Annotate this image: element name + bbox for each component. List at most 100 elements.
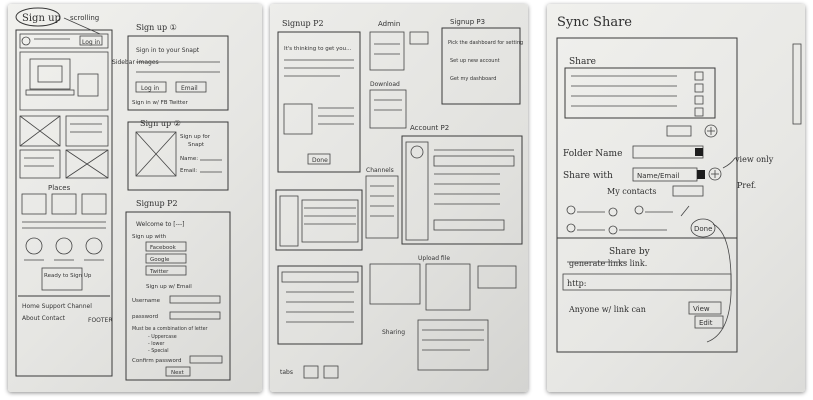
panel3-confirm: Confirm password — [132, 358, 182, 364]
facebook-button[interactable] — [145, 241, 187, 252]
sync-share-title: Sync Share — [557, 15, 632, 30]
permission-select[interactable] — [688, 301, 722, 315]
share-add-icon[interactable] — [708, 167, 722, 181]
twitter-label: Twitter — [149, 269, 169, 275]
permission-edit-option[interactable] — [694, 315, 724, 329]
link-url-field[interactable] — [562, 273, 732, 291]
panel2-label2: Snapt — [188, 142, 205, 148]
grid-img-2 — [65, 149, 109, 179]
sidebar-note: Sidebar images — [112, 59, 159, 66]
info-icon — [608, 207, 618, 217]
s2-dashboard-frame — [275, 189, 363, 251]
folder-name-field[interactable] — [632, 145, 704, 159]
person-icon — [566, 205, 576, 215]
paper-background — [270, 4, 528, 392]
grid-img-1 — [19, 115, 61, 147]
panel3-req3: - lower — [148, 341, 164, 347]
ready-signup-label: Ready to Sign Up — [44, 273, 92, 279]
share-panel-box — [564, 67, 716, 119]
panel1-title: Sign up ① — [136, 23, 177, 32]
s2-welcome: It's thinking to get you... — [284, 46, 352, 52]
share-button[interactable] — [666, 125, 692, 137]
s2-download: Download — [370, 81, 400, 88]
done-button[interactable] — [690, 218, 716, 238]
panel2-title: Sign up ② — [140, 119, 181, 128]
s2-download-box — [369, 89, 407, 129]
folder-name-icon — [695, 148, 703, 156]
s2-done-label: Done — [312, 157, 328, 164]
panel1-login-button[interactable] — [135, 81, 167, 93]
sketch-sync-share-drawing: Sync Share Share Folder Name Share with … — [556, 15, 802, 353]
sketch1-title: Sign up — [22, 13, 61, 24]
place-card-3 — [81, 193, 107, 215]
panel2-field1: Name: — [180, 156, 198, 162]
panel1-frame — [127, 35, 229, 111]
share-link-sub: generate links link. — [569, 259, 647, 268]
panel3-signup-with: Sign up with — [132, 234, 167, 240]
pencil-icon[interactable] — [680, 205, 690, 217]
panel3-req4: - Special — [148, 348, 169, 354]
panel3-frame — [125, 211, 231, 381]
checkbox-2[interactable] — [694, 83, 704, 93]
panel2-label1: Sign up for — [180, 134, 211, 140]
phone-shape — [77, 73, 99, 97]
avatar-1 — [25, 237, 43, 255]
ready-signup-button[interactable] — [41, 267, 83, 291]
panel3-or-email: Sign up w/ Email — [146, 284, 192, 290]
checkbox-3[interactable] — [694, 95, 704, 105]
s2-p3-b1: Set up new account — [450, 58, 500, 64]
panel3-req2: - Uppercase — [148, 334, 177, 340]
google-button[interactable] — [145, 253, 187, 264]
header-nav — [19, 33, 109, 49]
s2-sharing-box — [417, 319, 489, 371]
s2-channels: Channels — [366, 167, 394, 174]
s2-p3-b2: Get my dashboard — [450, 76, 496, 82]
s2-signup-p2: Signup P2 — [282, 19, 324, 28]
sketch-dashboard-drawing: Signup P2 It's thinking to get you... Do… — [275, 18, 523, 379]
laptop-screen — [29, 58, 71, 90]
s2-account-frame — [401, 135, 523, 245]
title-bubble — [15, 7, 61, 27]
s2-channels-list — [365, 175, 399, 239]
share-with-label: Share with — [563, 171, 613, 181]
paper-background — [8, 4, 262, 392]
panel1-footer: Sign in w/ FB Twitter — [132, 100, 188, 106]
s2-upload-box2 — [425, 263, 471, 311]
password-field[interactable] — [169, 311, 221, 320]
pref-note: Pref. — [737, 181, 756, 190]
contacts-select[interactable] — [672, 185, 704, 197]
share-panel-label: Share — [569, 57, 596, 67]
checkbox-4[interactable] — [694, 107, 704, 117]
arrow-line — [63, 17, 101, 35]
panel1-email-label: Email — [181, 85, 198, 92]
sketch-photo-signup: Sign up scrolling Log in Sidebar images … — [8, 4, 262, 392]
sketch-photo-sync-share: Sync Share Share Folder Name Share with … — [547, 4, 805, 392]
add-plus-icon[interactable] — [704, 124, 718, 138]
permission-view: View — [693, 305, 710, 313]
next-button[interactable] — [165, 366, 191, 377]
place-card-1 — [21, 193, 47, 215]
s2-thumb — [283, 103, 313, 135]
checkbox-1[interactable] — [694, 71, 704, 81]
username-field[interactable] — [169, 295, 221, 304]
link-url-prefix: http: — [567, 279, 586, 288]
hero-area — [19, 51, 109, 111]
places-label: Places — [48, 184, 71, 192]
s2-account: Account P2 — [410, 124, 449, 132]
sketch-signup-drawing: Sign up scrolling Log in Sidebar images … — [15, 7, 231, 381]
share-dropdown-icon[interactable] — [697, 170, 705, 179]
twitter-button[interactable] — [145, 265, 187, 276]
s2-tabs: tabs — [280, 369, 293, 376]
panel2-field2: Email: — [180, 168, 197, 174]
panel1-email-button[interactable] — [175, 81, 207, 93]
confirm-field[interactable] — [189, 355, 223, 364]
s2-signup-frame — [277, 31, 361, 173]
next-sheet-edge — [792, 43, 802, 125]
sync-share-frame — [556, 37, 738, 353]
scrolling-note: scrolling — [70, 14, 99, 22]
anyone-label: Anyone w/ link can — [568, 305, 646, 314]
page-frame — [15, 29, 113, 377]
panel3-requirement: Must be a combination of letter — [132, 326, 208, 332]
s2-done-button[interactable] — [307, 153, 331, 165]
s2-list-frame — [277, 265, 363, 345]
